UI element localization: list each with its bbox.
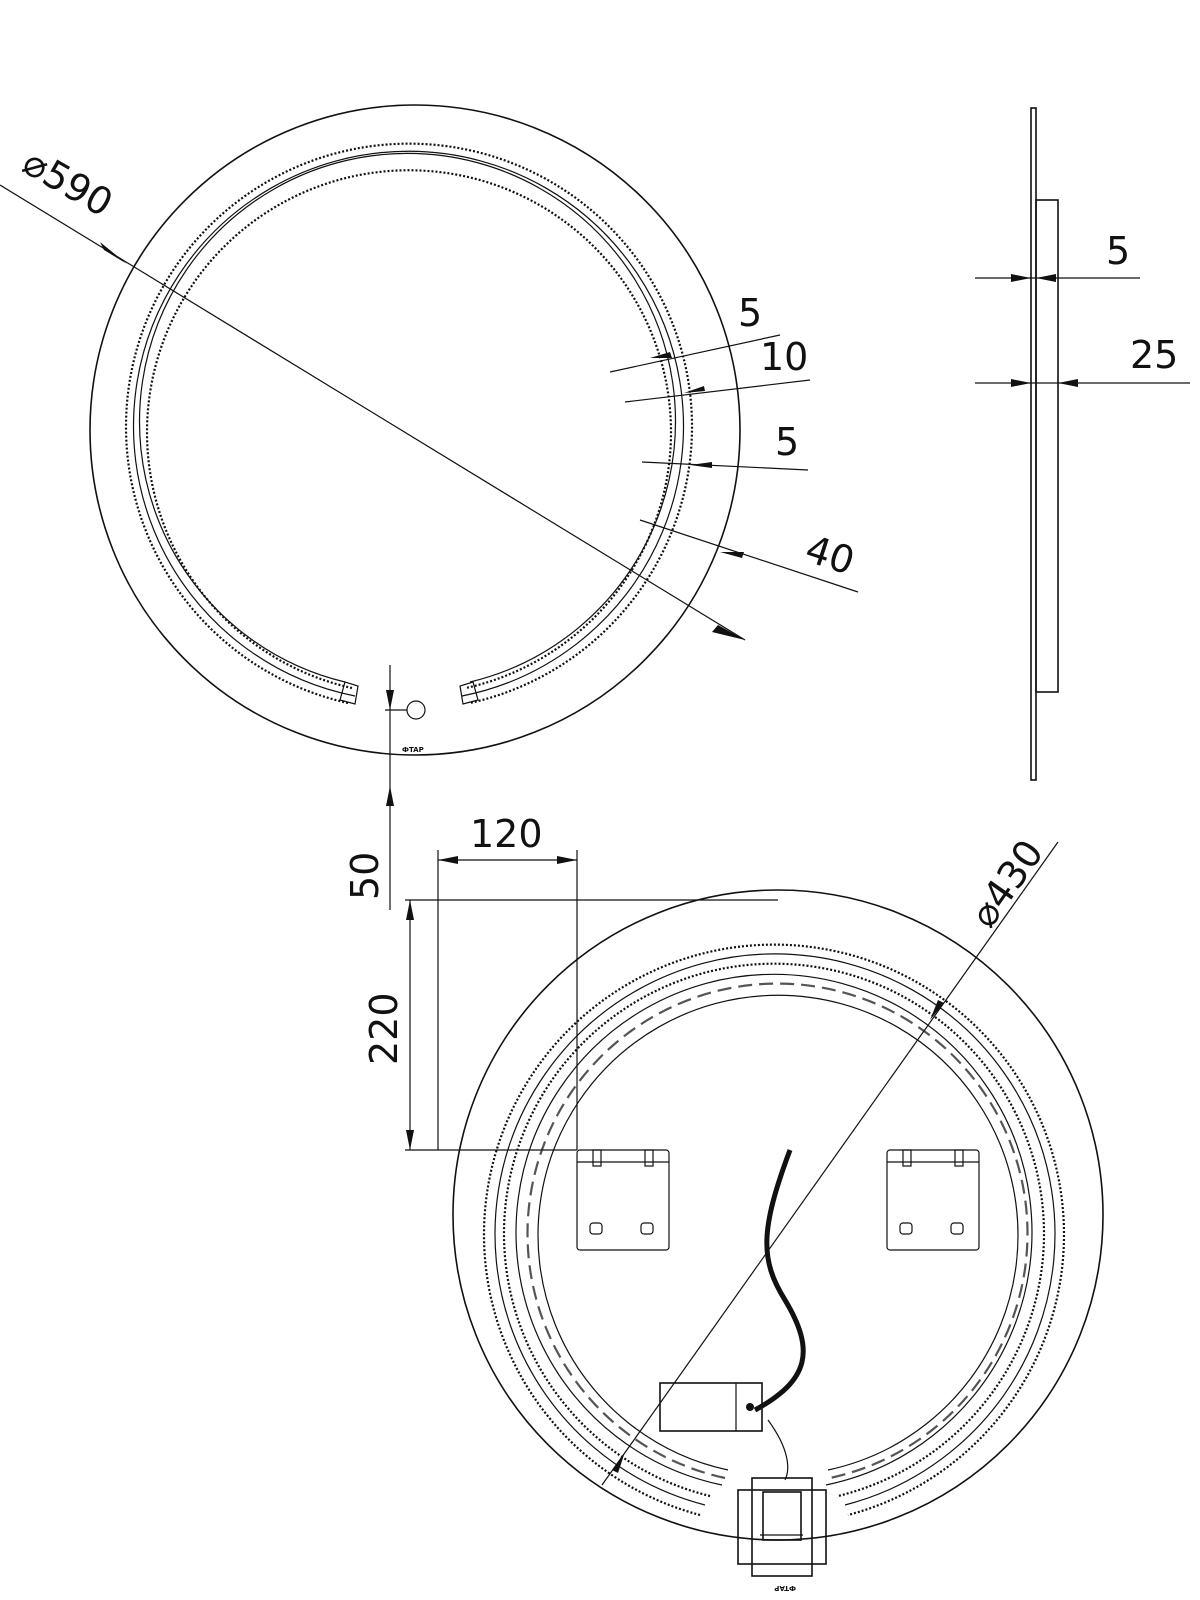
back-frame-inner <box>537 994 1019 1471</box>
dim-5b-line <box>641 461 809 471</box>
dim-120-label: 120 <box>470 812 543 856</box>
dim-5a-line <box>609 334 781 373</box>
dim-side-25-arrow-b <box>1058 379 1078 387</box>
back-view: ФTAP ⌀430 120 220 <box>362 812 1104 1592</box>
back-brand-label: ФTAP <box>774 1584 796 1592</box>
dim-220-label: 220 <box>362 992 406 1065</box>
dim-40-line <box>639 519 859 593</box>
dim-430-label: ⌀430 <box>961 832 1052 935</box>
back-led-outer-line <box>494 953 1056 1506</box>
front-led-end-left <box>339 681 359 705</box>
power-cable <box>753 1149 806 1413</box>
dim-side-5-arrow-b <box>1036 274 1056 282</box>
touch-switch-icon <box>406 700 426 720</box>
dim-40-label: 40 <box>800 527 860 584</box>
front-led-inner-line <box>138 152 677 683</box>
dim-120-arrow-b <box>557 856 577 864</box>
dim-430-arrow-b <box>612 1452 625 1473</box>
dim-5b-label: 5 <box>775 420 799 464</box>
dim-430-arrow-a <box>930 1000 944 1020</box>
front-led-inner-band <box>145 169 673 690</box>
front-view: ФTAP ⌀590 5 10 5 40 50 <box>0 104 860 910</box>
dim-50-arrow-a <box>386 690 394 710</box>
dim-590-arrow-b <box>712 625 745 640</box>
front-outer-edge <box>89 104 741 756</box>
back-outer-edge <box>452 889 1104 1541</box>
front-led-end-right <box>459 681 479 705</box>
driver-terminal <box>746 1403 754 1411</box>
dim-side-25-label: 25 <box>1130 333 1178 377</box>
right-hanger <box>886 1149 980 1251</box>
dim-side-5-label: 5 <box>1106 229 1130 273</box>
dim-10-label: 10 <box>760 335 808 379</box>
dim-50-label: 50 <box>343 852 387 900</box>
dim-5a-arrow <box>650 352 672 358</box>
dim-590-line <box>0 184 746 641</box>
back-led-outer-band <box>482 943 1066 1517</box>
front-led-outer-line <box>132 150 685 697</box>
driver-wire <box>767 1419 789 1481</box>
dim-220-arrow-a <box>406 900 414 920</box>
dim-5b-arrow <box>690 462 712 468</box>
dim-10-line <box>624 379 811 403</box>
front-led-outer-band <box>124 142 694 705</box>
left-hanger <box>576 1149 670 1251</box>
dim-5a-label: 5 <box>738 291 762 335</box>
dim-120-arrow-a <box>438 856 458 864</box>
back-dashed-ring <box>526 982 1029 1480</box>
front-brand-label: ФTAP <box>402 746 424 754</box>
dim-10-arrow <box>684 386 705 393</box>
side-view: 5 25 <box>975 107 1190 781</box>
dim-430-line <box>601 841 1059 1486</box>
dim-590-label: ⌀590 <box>16 140 121 226</box>
dim-side-25-arrow-a <box>1011 379 1031 387</box>
dim-50-arrow-b <box>386 786 394 806</box>
power-driver-box <box>659 1382 763 1432</box>
side-frame <box>1035 199 1059 693</box>
back-led-inner-line <box>515 973 1033 1486</box>
dim-220-arrow-b <box>406 1130 414 1150</box>
dim-40-arrow <box>720 552 744 558</box>
connector-block <box>737 1477 827 1577</box>
dim-590-arrow-a <box>100 242 127 264</box>
dim-side-5-arrow-a <box>1011 274 1031 282</box>
